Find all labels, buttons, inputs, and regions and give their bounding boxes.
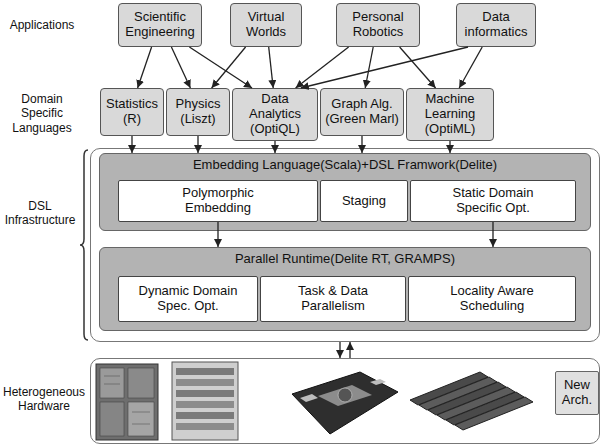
component-box: Polymorphic Embedding: [118, 180, 318, 222]
application-box: Data informatics: [456, 3, 536, 47]
flow-arrow: [296, 47, 349, 88]
flow-arrow: [217, 222, 218, 247]
flow-arrow: [301, 47, 468, 88]
component-box: Task & Data Parallelism: [260, 276, 406, 322]
band-heading: Parallel Runtime(Delite RT, GRAMPS): [100, 248, 590, 267]
blade-cluster: [410, 372, 533, 430]
layer-frame: DSL InfrastructureEmbedding Language(Sca…: [90, 148, 600, 342]
hardware-box: New Arch.: [555, 371, 599, 415]
node-text: Graph Alg. (Green Marl): [324, 97, 400, 127]
component-box: Staging: [320, 180, 408, 222]
component-box: Locality Aware Scheduling: [408, 276, 576, 322]
application-box: Personal Robotics: [336, 3, 420, 47]
label-slot: Applications: [2, 18, 82, 32]
gpu-board: [292, 372, 398, 434]
node-text: Personal Robotics: [340, 10, 416, 40]
dsl-box: Machine Learning (OptiML): [406, 88, 494, 141]
side-heading: Heterogeneous Hardware: [1, 385, 87, 414]
application-box: Virtual Worlds: [230, 3, 302, 47]
flow-arrow: [339, 342, 340, 358]
label-slot: Domain Specific Languages: [2, 92, 82, 135]
flow-arrow: [492, 222, 493, 247]
node-text: Dynamic Domain Spec. Opt.: [132, 284, 244, 314]
flow-arrow: [189, 47, 252, 88]
flow-arrow: [138, 47, 152, 88]
server-rack: [172, 362, 238, 440]
layer-frame: Heterogeneous HardwareNew Arch.: [90, 358, 600, 444]
dsl-box: Physics (Liszt): [166, 88, 230, 136]
node-text: New Arch.: [558, 378, 596, 408]
application-box: Scientific Engineering: [118, 3, 202, 47]
flow-arrow: [449, 141, 450, 153]
node-text: Statistics (R): [104, 97, 160, 127]
node-text: Virtual Worlds: [234, 10, 298, 40]
flow-arrow: [361, 136, 362, 153]
brace: [80, 150, 88, 340]
flow-arrow: [349, 342, 350, 358]
component-box: Static Domain Specific Opt.: [410, 180, 576, 222]
node-text: Physics (Liszt): [170, 97, 226, 127]
flow-arrow: [365, 47, 373, 88]
tier-label: Applications: [2, 18, 82, 32]
layer-band: Parallel Runtime(Delite RT, GRAMPS) Dynam…: [99, 247, 591, 331]
dsl-box: Graph Alg. (Green Marl): [320, 88, 404, 136]
node-text: Staging: [342, 194, 386, 209]
band-heading: Embedding Language(Scala)+DSL Framwork(D…: [100, 154, 590, 173]
flow-arrow: [171, 47, 190, 88]
node-text: Scientific Engineering: [122, 10, 198, 40]
dsl-box: Statistics (R): [100, 88, 164, 136]
node-text: Locality Aware Scheduling: [436, 284, 548, 314]
node-text: Data informatics: [460, 10, 532, 40]
side-heading: DSL Infrastructure: [1, 199, 79, 228]
flow-arrow: [269, 47, 274, 88]
dsl-box: Data Analytics (OptiQL): [232, 88, 318, 141]
node-text: Data Analytics (OptiQL): [236, 92, 314, 137]
node-text: Task & Data Parallelism: [283, 284, 383, 314]
component-box: Dynamic Domain Spec. Opt.: [118, 276, 258, 322]
node-text: Polymorphic Embedding: [168, 186, 268, 216]
flow-arrow: [459, 47, 482, 88]
flow-arrow: [274, 141, 275, 153]
node-text: Machine Learning (OptiML): [410, 92, 490, 137]
flow-arrow: [131, 136, 132, 153]
node-text: Static Domain Specific Opt.: [443, 186, 543, 216]
flow-arrow: [400, 47, 436, 88]
layer-band: Embedding Language(Scala)+DSL Framwork(D…: [99, 153, 591, 231]
processor-die: [96, 364, 158, 440]
tier-label: Domain Specific Languages: [2, 92, 82, 135]
flow-arrow: [197, 136, 198, 153]
flow-arrow: [212, 47, 246, 88]
